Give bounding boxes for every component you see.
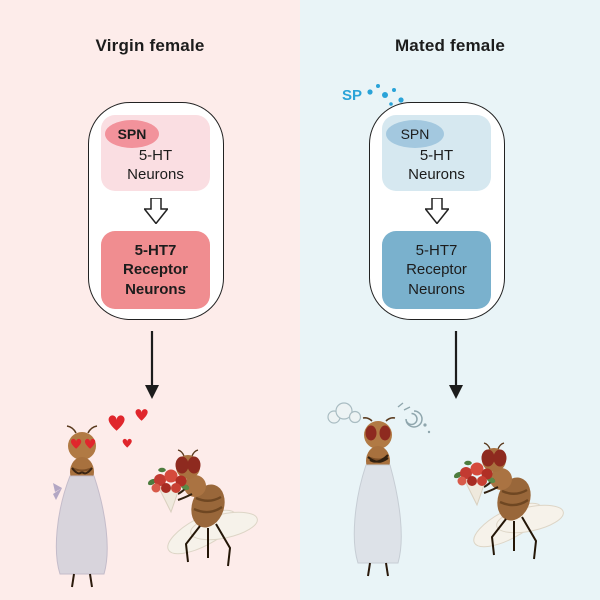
mated-serotonin-neuron-box: SPN 5-HT Neurons xyxy=(382,115,491,191)
sex-peptide-label: SP xyxy=(342,87,363,104)
courtship-scene xyxy=(53,409,258,588)
mated-spn-badge: SPN xyxy=(386,120,444,148)
mated-panel: Mated female SP SPN 5-HT Neurons 5-HT7 R… xyxy=(300,0,600,600)
virgin-panel-title: Virgin female xyxy=(95,36,205,55)
rose-bouquet xyxy=(453,460,496,507)
virgin-panel: Virgin female SPN 5-HT Neurons 5-HT7 Rec… xyxy=(0,0,300,600)
mated-neurons-label: Neurons xyxy=(408,166,465,183)
mated-female-fly xyxy=(327,402,431,577)
mated-5ht-label: 5-HT xyxy=(419,147,454,164)
courting-male-fly xyxy=(453,442,564,560)
virgin-5ht-label: 5-HT xyxy=(138,147,173,164)
virgin-pathway-capsule: SPN 5-HT Neurons 5-HT7 Receptor Neurons xyxy=(88,102,224,320)
rejection-scene xyxy=(327,402,564,577)
annoyance-puff-icon xyxy=(327,402,362,424)
sex-peptide-dots-icon xyxy=(367,84,404,106)
virgin-receptor-neuron-box: 5-HT7 Receptor Neurons xyxy=(101,231,210,309)
virgin-neurons-label: Neurons xyxy=(127,166,184,183)
mated-pathway-capsule: SPN 5-HT Neurons 5-HT7 Receptor Neurons xyxy=(369,102,505,320)
hollow-down-arrow-icon xyxy=(144,198,168,224)
dress xyxy=(55,475,108,575)
dress-bow xyxy=(53,483,62,500)
heart-eye-icon xyxy=(84,438,96,449)
fly-legs xyxy=(490,516,538,560)
fly-legs xyxy=(184,523,232,567)
virgin-spn-badge: SPN xyxy=(105,120,159,148)
rose-bouquet xyxy=(147,467,190,514)
virgin-serotonin-neuron-box: SPN 5-HT Neurons xyxy=(101,115,210,191)
courting-male-fly xyxy=(147,449,258,567)
heart-icon xyxy=(108,409,148,448)
annoyance-swirl-icon xyxy=(397,402,431,434)
mated-panel-title: Mated female xyxy=(394,36,506,55)
hollow-down-arrow-icon xyxy=(425,198,449,224)
long-down-arrow-icon xyxy=(145,331,159,399)
mated-receptor-neuron-box: 5-HT7 Receptor Neurons xyxy=(382,231,491,309)
long-down-arrow-icon xyxy=(449,331,463,399)
virgin-female-fly xyxy=(53,425,108,588)
dress xyxy=(353,464,402,564)
heart-eye-icon xyxy=(70,438,82,449)
